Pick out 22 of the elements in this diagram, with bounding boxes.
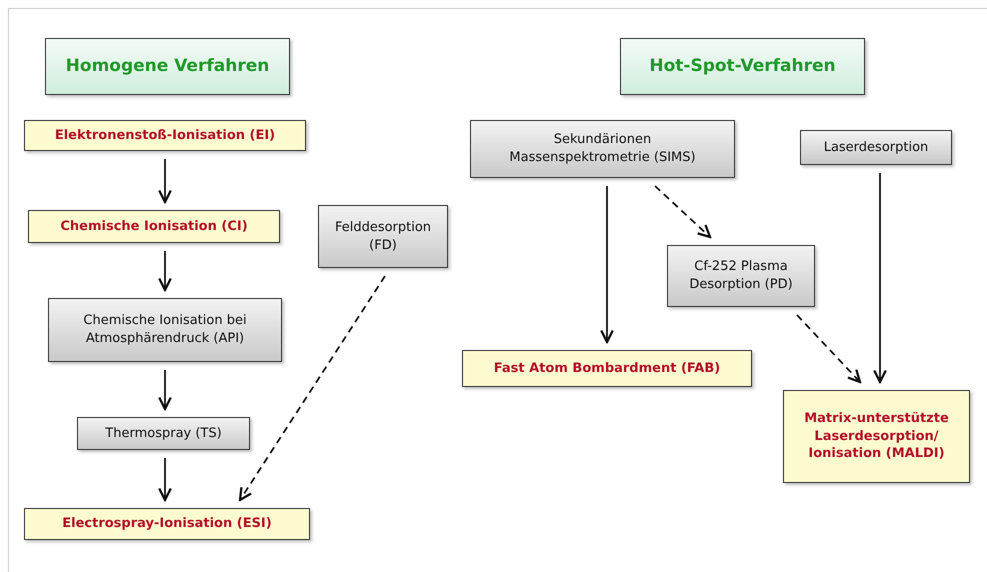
arrow: [158, 370, 172, 410]
arrow: [796, 314, 862, 384]
arrow: [654, 185, 712, 238]
method-box: Chemische Ionisation (CI): [28, 210, 280, 243]
method-box: Chemische Ionisation bei Atmosphärendruck (API): [48, 298, 282, 362]
method-box: Felddesorption (FD): [318, 205, 448, 268]
arrow: [238, 276, 386, 502]
method-box: Electrospray-Ionisation (ESI): [24, 508, 310, 540]
method-box: Fast Atom Bombardment (FAB): [462, 350, 752, 387]
arrow: [158, 159, 172, 204]
arrow: [158, 458, 172, 502]
method-box: Matrix-unterstützte Laserdesorption/ Ionisation (MALDI): [783, 390, 970, 483]
arrow: [158, 251, 172, 292]
heading-box: Hot-Spot-Verfahren: [620, 38, 865, 95]
method-box: Thermospray (TS): [77, 417, 250, 450]
method-box: Laserdesorption: [800, 130, 952, 165]
method-box: Elektronenstoß-Ionisation (EI): [24, 120, 306, 151]
heading-box: Homogene Verfahren: [45, 38, 290, 95]
method-box: Sekundärionen Massenspektrometrie (SIMS): [470, 120, 735, 178]
arrow: [600, 186, 614, 344]
arrow: [873, 173, 887, 384]
method-box: Cf-252 Plasma Desorption (PD): [667, 245, 815, 307]
